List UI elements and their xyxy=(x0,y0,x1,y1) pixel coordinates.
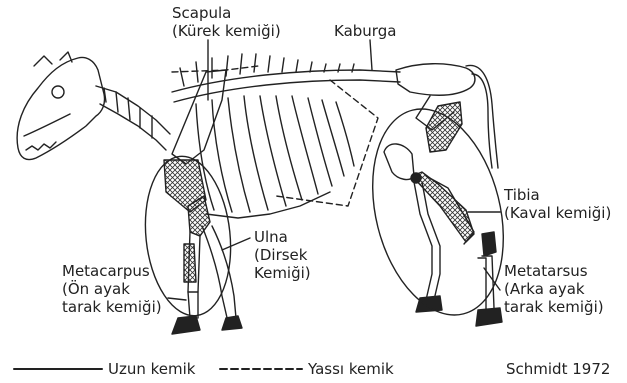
skull xyxy=(17,52,104,160)
metatarsus-translation-2: tarak kemiği) xyxy=(504,298,604,316)
source-credit: Schmidt 1972 xyxy=(506,360,610,378)
hind-leg xyxy=(384,102,502,326)
tibia-translation: (Kaval kemiği) xyxy=(504,204,611,222)
long-bone-legend-label: Uzun kemik xyxy=(108,360,195,378)
metacarpus-label: Metacarpus xyxy=(62,262,150,280)
metatarsus-translation-1: (Arka ayak xyxy=(504,280,585,298)
ulna-label: Ulna xyxy=(254,228,288,246)
rib-cage xyxy=(196,96,354,218)
ulna-translation-2: Kemiği) xyxy=(254,264,311,282)
metatarsus-label: Metatarsus xyxy=(504,262,588,280)
scapula-translation: (Kürek kemiği) xyxy=(172,22,281,40)
flat-bone-legend-label: Yassı kemik xyxy=(308,360,394,378)
kaburga-label: Kaburga xyxy=(334,22,396,40)
callout-lines xyxy=(168,40,500,300)
neck-vertebrae xyxy=(96,86,170,150)
ulna-translation-1: (Dirsek xyxy=(254,246,307,264)
scapula-label: Scapula xyxy=(172,4,231,22)
metacarpus-translation-1: (Ön ayak xyxy=(62,280,130,298)
tibia-label: Tibia xyxy=(504,186,540,204)
spine xyxy=(172,54,400,102)
metacarpus-translation-2: tarak kemiği) xyxy=(62,298,162,316)
